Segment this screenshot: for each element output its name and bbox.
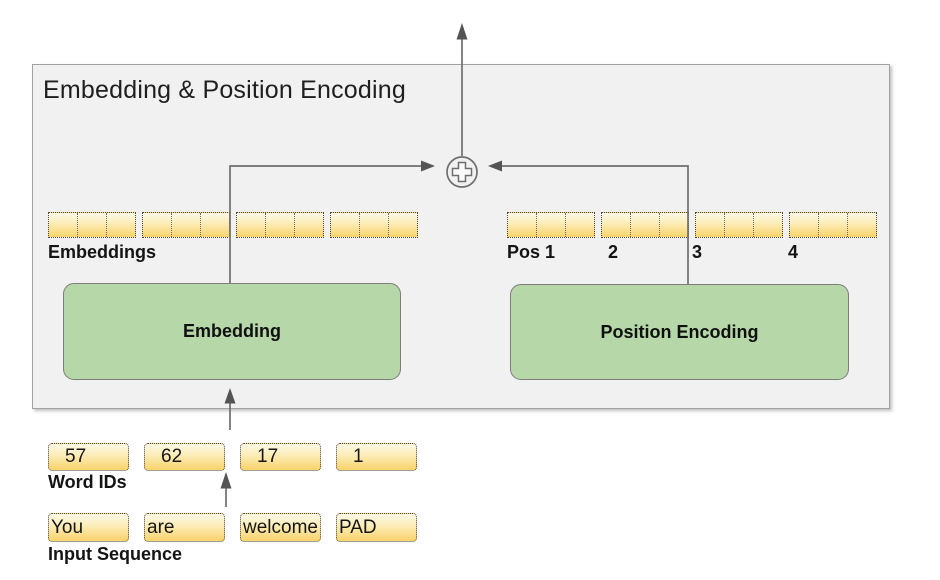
position-encoding-block: Position Encoding	[510, 284, 849, 380]
embedding-cell	[331, 213, 359, 237]
input-to-wordids-arrow	[220, 472, 232, 507]
panel-title: Embedding & Position Encoding	[43, 76, 406, 104]
position-vector-group	[507, 212, 595, 238]
embeddings-label: Embeddings	[48, 242, 157, 262]
embedding-vector-group	[142, 212, 230, 238]
embedding-cell	[143, 213, 171, 237]
position-cell	[565, 213, 594, 237]
pos-labels: Pos 1 2 3 4	[507, 242, 875, 263]
embedding-vector-group	[48, 212, 136, 238]
input-token-box: are	[144, 513, 225, 542]
positions-cell-row	[507, 212, 877, 238]
position-cell	[536, 213, 565, 237]
embedding-cell	[77, 213, 106, 237]
pos-label-3: 3	[692, 242, 703, 262]
position-cell	[602, 213, 630, 237]
pos-label-1: Pos 1	[507, 242, 556, 262]
position-cell	[630, 213, 659, 237]
embeddings-cell-row	[48, 212, 418, 238]
position-cell	[790, 213, 818, 237]
word-id-box: 57	[48, 443, 129, 471]
input-sequence-row: You are welcome PAD	[48, 513, 417, 542]
embedding-block-label: Embedding	[183, 321, 281, 341]
position-cell	[847, 213, 876, 237]
pos-label-2: 2	[608, 242, 619, 262]
word-id-box: 1	[336, 443, 417, 471]
embedding-cell	[265, 213, 294, 237]
embedding-cell	[237, 213, 265, 237]
position-cell	[659, 213, 688, 237]
input-token-box: PAD	[336, 513, 417, 542]
position-cell	[818, 213, 847, 237]
position-encoding-block-label: Position Encoding	[600, 321, 759, 342]
embedding-cell	[200, 213, 229, 237]
embedding-vector-group	[236, 212, 324, 238]
position-cell	[696, 213, 724, 237]
position-cell	[724, 213, 753, 237]
word-ids-row: 57 62 17 1	[48, 443, 417, 471]
position-cell	[753, 213, 782, 237]
word-ids-label: Word IDs	[48, 472, 127, 492]
embedding-cell	[294, 213, 323, 237]
position-cell	[508, 213, 536, 237]
embedding-cell	[359, 213, 388, 237]
position-vector-group	[601, 212, 689, 238]
pos-label-4: 4	[788, 242, 799, 262]
embedding-vector-group	[330, 212, 418, 238]
input-token-box: welcome	[240, 513, 321, 542]
word-id-box: 17	[240, 443, 321, 471]
position-vector-group	[695, 212, 783, 238]
position-vector-group	[789, 212, 877, 238]
embedding-cell	[49, 213, 77, 237]
word-id-box: 62	[144, 443, 225, 471]
embedding-block: Embedding	[63, 283, 401, 380]
input-token-box: You	[48, 513, 129, 542]
input-sequence-label: Input Sequence	[48, 544, 183, 564]
embedding-cell	[388, 213, 417, 237]
embedding-cell	[171, 213, 200, 237]
embedding-cell	[106, 213, 135, 237]
